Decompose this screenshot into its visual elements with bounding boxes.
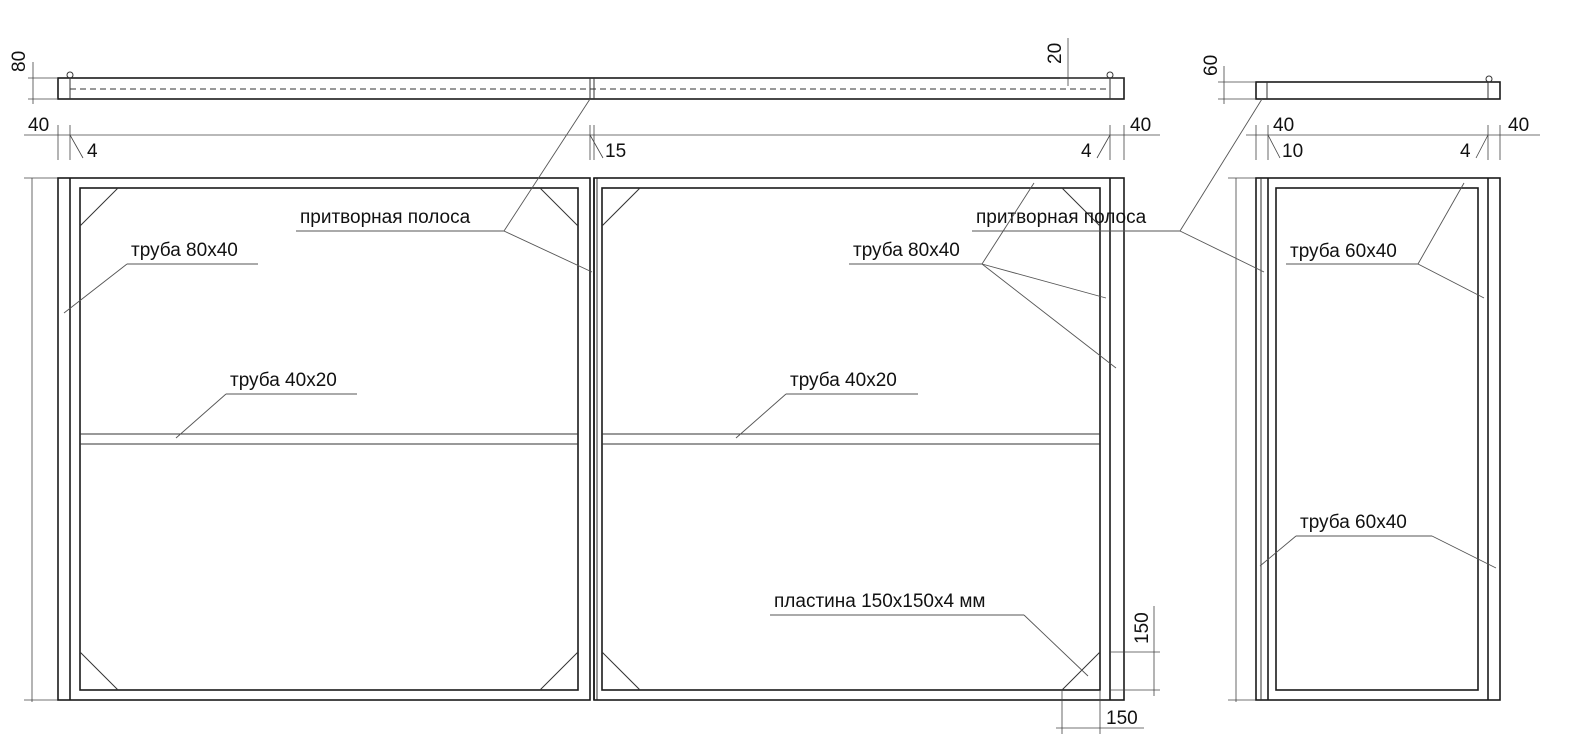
side-hinge-icon	[1485, 75, 1493, 83]
gusset-plate	[539, 187, 579, 227]
dim-center-gap-label: 15	[605, 141, 626, 162]
callout-truba-60x40-bottom-text: труба 60x40	[1300, 512, 1407, 533]
callout-pritvor-left-text: притворная полоса	[300, 207, 471, 228]
top-view-main	[57, 71, 1125, 100]
side-panel-inner	[1275, 187, 1479, 691]
dim-right-wall-label: 4	[1081, 141, 1092, 162]
dim-side-top-height: 60	[1201, 55, 1256, 104]
callout-truba-40x20-right-text: труба 40x20	[790, 370, 897, 391]
dim-left-wall-label: 4	[87, 141, 98, 162]
dim-plate-height-label: 150	[1132, 612, 1153, 644]
dim-side-wall-label: 10	[1282, 141, 1303, 162]
gusset-plate	[601, 651, 641, 691]
callout-plastina-text: пластина 150x150x4 мм	[774, 591, 985, 612]
dim-row-side: 40 10 4 40	[1246, 115, 1540, 162]
gusset-plate	[79, 187, 119, 227]
callout-pritvor-left: притворная полоса	[296, 98, 593, 273]
gusset-plate	[79, 651, 119, 691]
dim-side-left-offset-label: 40	[1273, 115, 1294, 136]
dim-side-right-offset-label: 40	[1508, 115, 1529, 136]
dim-60-label: 60	[1201, 55, 1222, 76]
dim-top-view-height: 80	[9, 51, 58, 104]
left-leaf-outer	[57, 177, 591, 701]
top-view-outline	[57, 77, 1125, 100]
dim-row-main: 40 4 15 4 40	[24, 115, 1160, 162]
callout-plastina: пластина 150x150x4 мм	[770, 591, 1089, 677]
gusset-plate	[1061, 187, 1101, 227]
callout-pritvor-right: притворная полоса	[972, 98, 1265, 273]
hinge-left-icon	[66, 71, 74, 79]
dim-overall-height	[24, 177, 1256, 702]
callout-truba-80x40-right: труба 80x40	[849, 182, 1117, 369]
callout-truba-80x40-left-text: труба 80x40	[131, 240, 238, 261]
right-leaf	[593, 177, 1125, 701]
callout-truba-60x40-top-text: труба 60x40	[1290, 241, 1397, 262]
dim-right-offset-label: 40	[1130, 115, 1151, 136]
callout-truba-60x40-top: труба 60x40	[1286, 182, 1485, 299]
callout-truba-40x20-left: труба 40x20	[175, 370, 357, 439]
dim-left-offset-label: 40	[28, 115, 49, 136]
callout-truba-80x40-left: труба 80x40	[63, 240, 258, 314]
dim-20-label: 20	[1045, 43, 1066, 64]
gusset-plate	[601, 187, 641, 227]
callout-truba-60x40-bottom: труба 60x40	[1259, 512, 1497, 569]
side-panel-outer	[1255, 177, 1501, 701]
side-panel	[1255, 177, 1501, 701]
top-view-side	[1255, 75, 1501, 100]
hinge-right-icon	[1106, 71, 1114, 79]
callout-pritvor-right-text: притворная полоса	[976, 207, 1147, 228]
callout-truba-40x20-right: труба 40x20	[735, 370, 918, 439]
left-leaf-inner	[79, 187, 579, 691]
gusset-plate	[539, 651, 579, 691]
right-leaf-inner	[601, 187, 1101, 691]
gusset-plate	[1061, 651, 1101, 691]
dim-plate-width-label: 150	[1106, 708, 1138, 729]
dim-plate: 150 150	[1056, 606, 1160, 734]
dim-side-right-wall-label: 4	[1460, 141, 1471, 162]
dim-top-view-right: 20	[1045, 38, 1124, 86]
left-leaf	[57, 177, 591, 701]
callout-truba-40x20-left-text: труба 40x20	[230, 370, 337, 391]
callout-truba-80x40-right-text: труба 80x40	[853, 240, 960, 261]
right-leaf-outer	[593, 177, 1125, 701]
side-top-outline	[1255, 81, 1501, 100]
dim-80-label: 80	[9, 51, 30, 72]
